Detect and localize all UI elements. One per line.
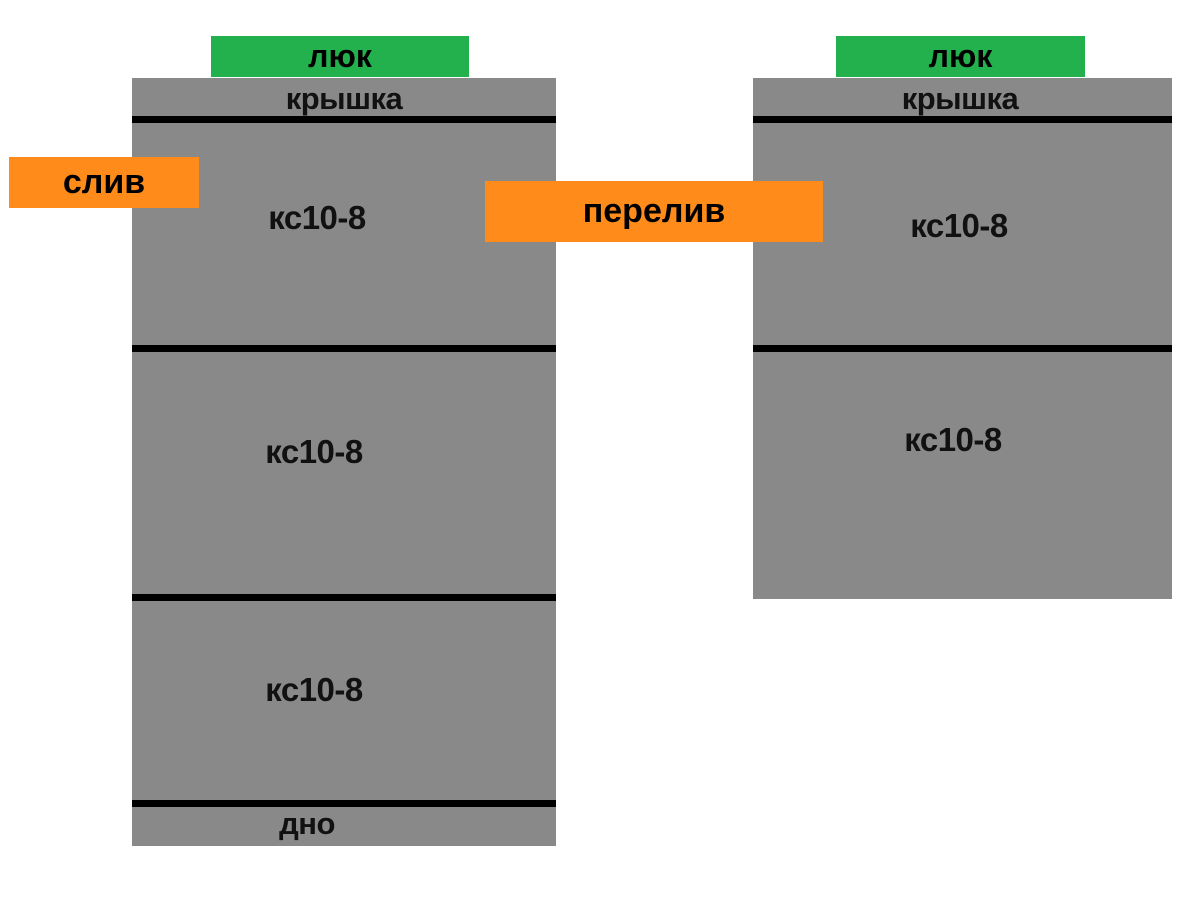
left-tank-hatch[interactable]: люк: [211, 36, 469, 77]
left-tank-bottom-divider: [132, 800, 556, 807]
right-tank-body: [753, 78, 1172, 599]
drain-port[interactable]: слив: [9, 157, 199, 208]
left-tank-ring-divider-2: [132, 594, 556, 601]
left-tank-ring-divider-1: [132, 345, 556, 352]
drain-port-label: слив: [62, 163, 146, 201]
overflow-port[interactable]: перелив: [485, 181, 823, 242]
right-tank-ring-label-2: кс10-8: [904, 421, 1002, 458]
overflow-port-label: перелив: [582, 192, 726, 230]
right-tank-ring-label-1: кс10-8: [910, 207, 1008, 244]
right-tank-cover-divider: [753, 116, 1172, 123]
right-tank-cover-label: крышка: [901, 81, 1019, 116]
left-tank-ring-label-3: кс10-8: [265, 671, 363, 708]
right-tank-hatch-label: люк: [928, 38, 993, 74]
left-tank-cover-label: крышка: [285, 81, 403, 116]
right-tank-ring-divider-1: [753, 345, 1172, 352]
right-tank-hatch[interactable]: люк: [836, 36, 1085, 77]
left-tank-ring-label-1: кс10-8: [268, 199, 366, 236]
left-tank-ring-label-2: кс10-8: [265, 433, 363, 470]
left-tank-hatch-label: люк: [308, 38, 372, 74]
left-tank-cover-divider: [132, 116, 556, 123]
left-tank-bottom-label: дно: [279, 806, 335, 841]
